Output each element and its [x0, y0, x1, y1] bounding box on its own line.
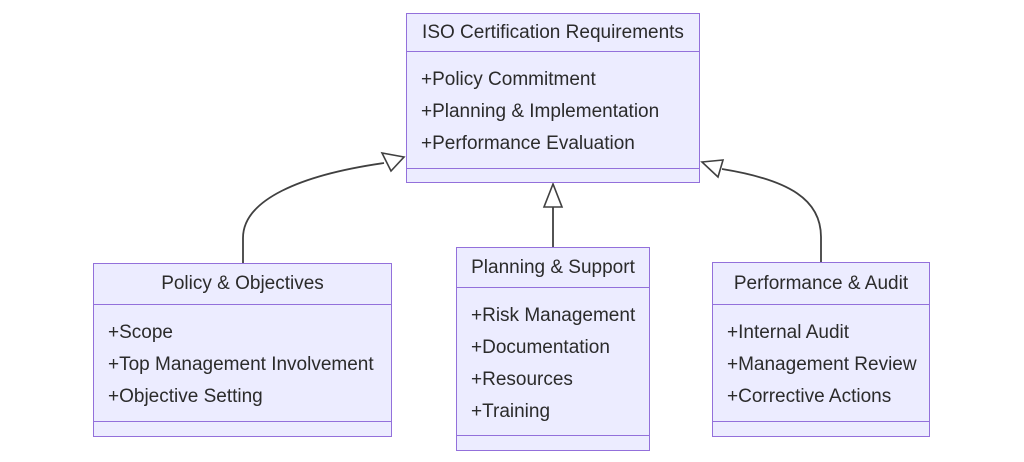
- class-node-iso-certification-requirements: ISO Certification Requirements +Policy C…: [406, 13, 700, 183]
- class-node-planning-support: Planning & Support +Risk Management +Doc…: [456, 247, 650, 451]
- hollow-triangle-arrowhead: [380, 151, 406, 173]
- inheritance-arrow-planning: [542, 181, 564, 247]
- class-attribute: +Corrective Actions: [727, 386, 892, 407]
- class-attributes: +Risk Management +Documentation +Resourc…: [457, 288, 649, 435]
- class-attribute: +Training: [471, 401, 551, 422]
- class-node-performance-audit: Performance & Audit +Internal Audit +Man…: [712, 262, 930, 437]
- inheritance-arrow-performance: [700, 159, 822, 262]
- class-node-policy-objectives: Policy & Objectives +Scope +Top Manageme…: [93, 263, 392, 437]
- class-methods-empty: [407, 168, 699, 182]
- class-attribute: +Risk Management: [471, 305, 636, 326]
- class-title: Policy & Objectives: [94, 264, 391, 305]
- class-title: Planning & Support: [457, 248, 649, 288]
- class-methods-empty: [713, 421, 929, 436]
- class-attribute: +Policy Commitment: [421, 69, 596, 90]
- class-title: ISO Certification Requirements: [407, 14, 699, 52]
- class-attribute: +Top Management Involvement: [108, 354, 374, 375]
- class-attribute: +Internal Audit: [727, 322, 850, 343]
- class-title: Performance & Audit: [713, 263, 929, 305]
- class-attribute: +Performance Evaluation: [421, 133, 635, 154]
- class-attribute: +Scope: [108, 322, 173, 343]
- class-methods-empty: [457, 435, 649, 450]
- hollow-triangle-arrowhead: [700, 159, 725, 179]
- class-attribute: +Management Review: [727, 354, 917, 375]
- class-attribute: +Planning & Implementation: [421, 101, 660, 122]
- inheritance-arrow-policy: [242, 151, 406, 263]
- class-attributes: +Scope +Top Management Involvement +Obje…: [94, 305, 391, 421]
- class-attributes: +Policy Commitment +Planning & Implement…: [407, 52, 699, 168]
- hollow-triangle-arrowhead: [542, 181, 564, 208]
- class-attributes: +Internal Audit +Management Review +Corr…: [713, 305, 929, 421]
- class-methods-empty: [94, 421, 391, 436]
- class-attribute: +Documentation: [471, 337, 610, 358]
- class-attribute: +Resources: [471, 369, 573, 390]
- class-attribute: +Objective Setting: [108, 386, 263, 407]
